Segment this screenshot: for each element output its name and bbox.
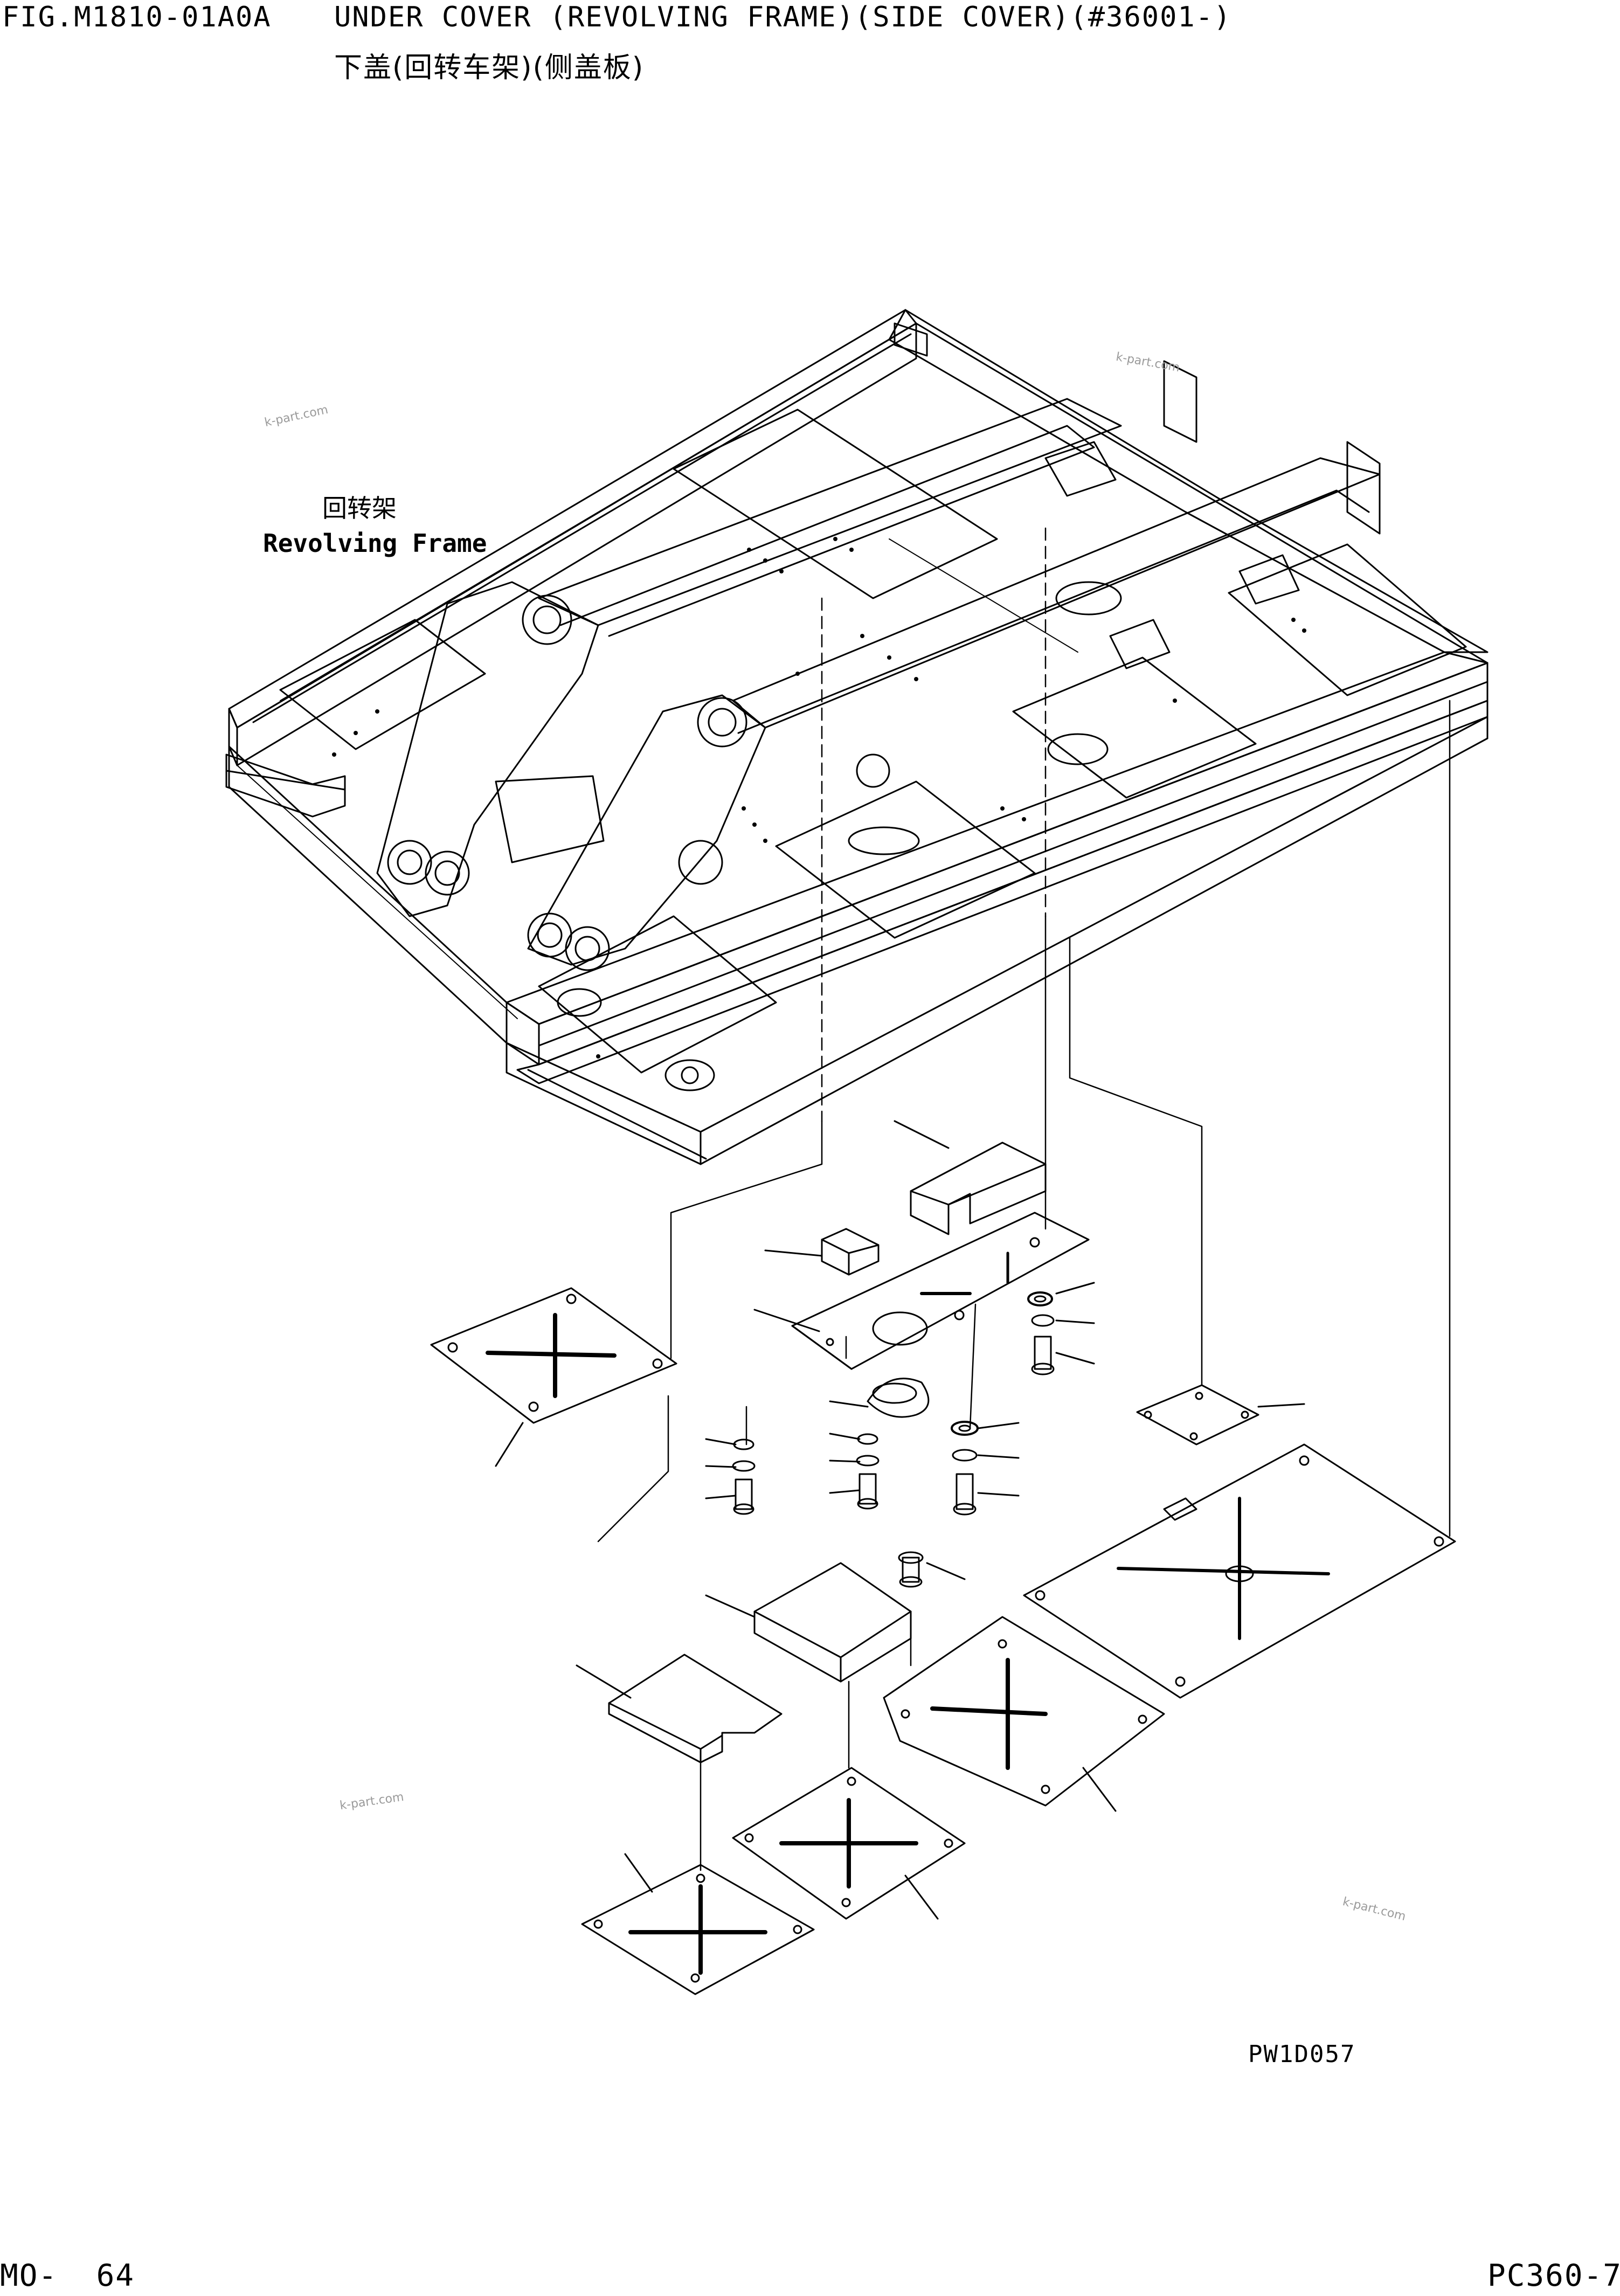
revolving-frame-label-chinese: 回转架 bbox=[322, 494, 397, 523]
boom-cyl-pin-2 bbox=[426, 852, 469, 895]
part-left-cover-plate bbox=[431, 1288, 676, 1466]
part-small-right-plate bbox=[1137, 1385, 1304, 1444]
revolving-frame-label-english: Revolving Frame bbox=[263, 529, 487, 558]
boom-pin-hole-1 bbox=[523, 596, 571, 644]
revolving-frame bbox=[226, 310, 1487, 1164]
part-cap bbox=[830, 1379, 929, 1417]
boom-pin-hole-2 bbox=[698, 698, 746, 746]
part-pin bbox=[899, 1552, 965, 1587]
figure-title-chinese: 下盖(回转车架)(侧盖板) bbox=[334, 52, 645, 84]
frame-left-step bbox=[226, 755, 345, 817]
figure-title-english: UNDER COVER (REVOLVING FRAME)(SIDE COVER… bbox=[334, 1, 1232, 33]
part-square-plate-left bbox=[582, 1854, 814, 1994]
boom-bracket-right bbox=[528, 695, 765, 965]
machine-model: PC360-7 bbox=[1487, 2258, 1620, 2293]
page-number: MO- 64 bbox=[0, 2258, 135, 2293]
part-fasteners-mid bbox=[830, 1434, 878, 1509]
part-fasteners-left bbox=[706, 1439, 754, 1514]
drawing-code: PW1D057 bbox=[1248, 2041, 1356, 2068]
part-upper-block-cover bbox=[895, 1121, 1046, 1234]
part-center-plate bbox=[754, 1213, 1089, 1369]
frame-right-deck bbox=[507, 652, 1487, 1024]
boom-cyl-pin-4 bbox=[566, 927, 609, 970]
assembly-leader-lines bbox=[598, 701, 1450, 1870]
frame-compartment-3 bbox=[776, 782, 1035, 938]
boom-cyl-pin-1 bbox=[388, 841, 431, 884]
boom-bracket-left bbox=[377, 582, 598, 916]
boom-cyl-pin-3 bbox=[528, 914, 571, 957]
frame-compartment-6 bbox=[1229, 544, 1466, 695]
frame-center-beam-left bbox=[539, 399, 1121, 625]
dashed-alignment-lines bbox=[822, 528, 1046, 1121]
part-lower-left-block bbox=[577, 1655, 781, 1762]
part-square-plate-center bbox=[733, 1768, 965, 1919]
frame-compartment-2 bbox=[280, 620, 485, 749]
frame-center-beam-right bbox=[733, 458, 1380, 728]
part-small-block bbox=[765, 1229, 878, 1275]
frame-compartment-4 bbox=[539, 916, 776, 1073]
frame-compartment-5 bbox=[1013, 658, 1256, 798]
figure-id: FIG.M1810-01A0A bbox=[2, 1, 272, 33]
part-mid-block bbox=[706, 1563, 911, 1682]
part-large-right-plate bbox=[1024, 1444, 1455, 1698]
frame-compartment-1 bbox=[674, 410, 997, 598]
part-fasteners-center bbox=[952, 1422, 1019, 1514]
frame-front-member bbox=[229, 746, 507, 1043]
part-fasteners-right bbox=[1028, 1283, 1094, 1374]
part-notched-plate bbox=[884, 1617, 1164, 1811]
frame-rear-member bbox=[889, 310, 1487, 652]
